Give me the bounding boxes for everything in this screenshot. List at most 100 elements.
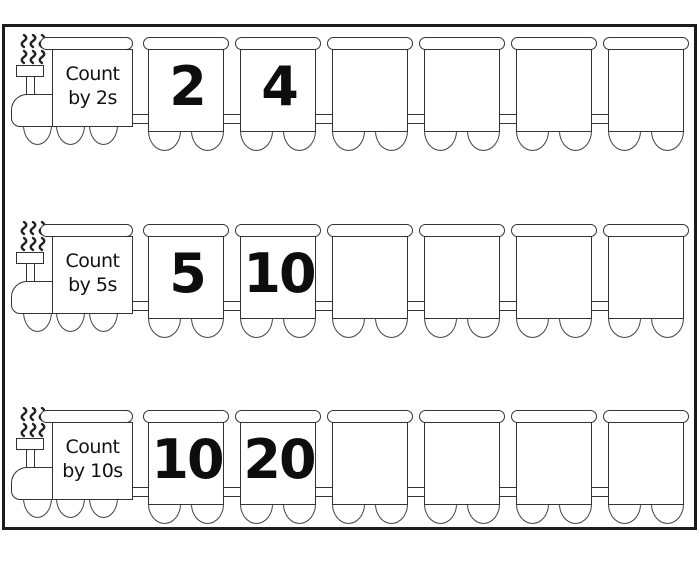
train-car: 2: [127, 37, 229, 155]
locomotive-wheel: [89, 498, 118, 518]
car-roof: [235, 37, 321, 50]
car-wheel: [424, 131, 457, 151]
locomotive-roof: [40, 37, 133, 50]
car-wheel: [375, 131, 408, 151]
locomotive-wheel: [89, 312, 118, 332]
car-wheel: [375, 504, 408, 524]
train-car: [587, 37, 689, 155]
car-connector: [495, 487, 517, 497]
car-number-cell[interactable]: 20: [240, 422, 317, 505]
car-number: 2: [169, 55, 207, 118]
car-connector: [587, 301, 609, 311]
car-wheel: [467, 131, 500, 151]
car-connector: [127, 114, 149, 124]
locomotive: Count by 5s: [11, 221, 133, 342]
car-wheel: [467, 504, 500, 524]
locomotive: Count by 2s: [11, 34, 133, 155]
car-roof: [143, 224, 229, 237]
car-wheel: [424, 318, 457, 338]
car-number-cell[interactable]: 10: [240, 236, 317, 319]
car-wheel: [516, 318, 549, 338]
car-connector: [311, 487, 333, 497]
locomotive-roof: [40, 410, 133, 423]
car-number-cell[interactable]: [608, 236, 684, 319]
car-connector: [127, 487, 149, 497]
car-connector: [403, 114, 425, 124]
car-connector: [127, 301, 149, 311]
car-wheel: [240, 131, 273, 151]
car-roof: [143, 37, 229, 50]
car-wheel: [375, 318, 408, 338]
car-wheel: [283, 318, 316, 338]
count-label-line1: Count: [65, 63, 120, 85]
car-roof: [235, 224, 321, 237]
car-roof: [419, 410, 505, 423]
locomotive-wheel: [56, 498, 85, 518]
smokestack-pole: [26, 76, 35, 94]
car-wheel: [332, 504, 365, 524]
car-roof: [603, 37, 689, 50]
car-number-cell[interactable]: [608, 49, 684, 132]
car-wheel: [240, 504, 273, 524]
smokestack-icon: [16, 252, 44, 264]
car-number-cell[interactable]: [332, 49, 408, 132]
car-connector: [403, 301, 425, 311]
car-wheel: [191, 318, 224, 338]
train-row-count-by-2s: Count by 2s 2 4: [0, 34, 700, 155]
car-wheel: [332, 318, 365, 338]
car-number: 10: [151, 428, 224, 491]
car-roof: [327, 224, 413, 237]
car-wheel: [608, 318, 641, 338]
car-wheel: [424, 504, 457, 524]
car-number-cell[interactable]: [332, 236, 408, 319]
car-number-cell[interactable]: [424, 49, 500, 132]
car-wheel: [516, 504, 549, 524]
car-number-cell[interactable]: [424, 422, 500, 505]
car-connector: [403, 487, 425, 497]
car-wheel: [148, 131, 181, 151]
smokestack-icon: [16, 438, 44, 450]
car-roof: [327, 37, 413, 50]
car-connector: [219, 114, 241, 124]
car-connector: [587, 487, 609, 497]
car-number: 4: [261, 55, 299, 118]
car-wheel: [240, 318, 273, 338]
car-number-cell[interactable]: 2: [148, 49, 224, 132]
car-number-cell[interactable]: [608, 422, 684, 505]
car-wheel: [467, 318, 500, 338]
car-roof: [327, 410, 413, 423]
car-wheel: [559, 318, 592, 338]
car-connector: [311, 301, 333, 311]
locomotive-cab: Count by 10s: [52, 422, 133, 500]
car-number-cell[interactable]: 10: [148, 422, 225, 505]
train-car: 10: [219, 224, 321, 342]
car-connector: [219, 301, 241, 311]
car-number: 5: [169, 242, 207, 305]
car-wheel: [608, 131, 641, 151]
car-number-cell[interactable]: [516, 236, 592, 319]
car-roof: [603, 224, 689, 237]
car-wheel: [559, 504, 592, 524]
train-car: [587, 410, 689, 528]
train-car: [403, 410, 505, 528]
car-number-cell[interactable]: 5: [148, 236, 224, 319]
car-wheel: [516, 131, 549, 151]
car-wheel: [332, 131, 365, 151]
car-wheel: [608, 504, 641, 524]
car-wheel: [148, 504, 181, 524]
car-number-cell[interactable]: [516, 49, 592, 132]
train-row-count-by-5s: Count by 5s 5 10: [0, 221, 700, 342]
car-number-cell[interactable]: [424, 236, 500, 319]
count-label-line1: Count: [65, 250, 120, 272]
car-connector: [311, 114, 333, 124]
car-number-cell[interactable]: [332, 422, 408, 505]
car-number-cell[interactable]: 4: [240, 49, 316, 132]
train-car: [311, 224, 413, 342]
count-label-line1: Count: [65, 436, 120, 458]
car-roof: [511, 37, 597, 50]
locomotive-wheel: [23, 498, 52, 518]
car-connector: [495, 301, 517, 311]
car-number-cell[interactable]: [516, 422, 592, 505]
car-roof: [419, 224, 505, 237]
train-car: 10: [127, 410, 229, 528]
